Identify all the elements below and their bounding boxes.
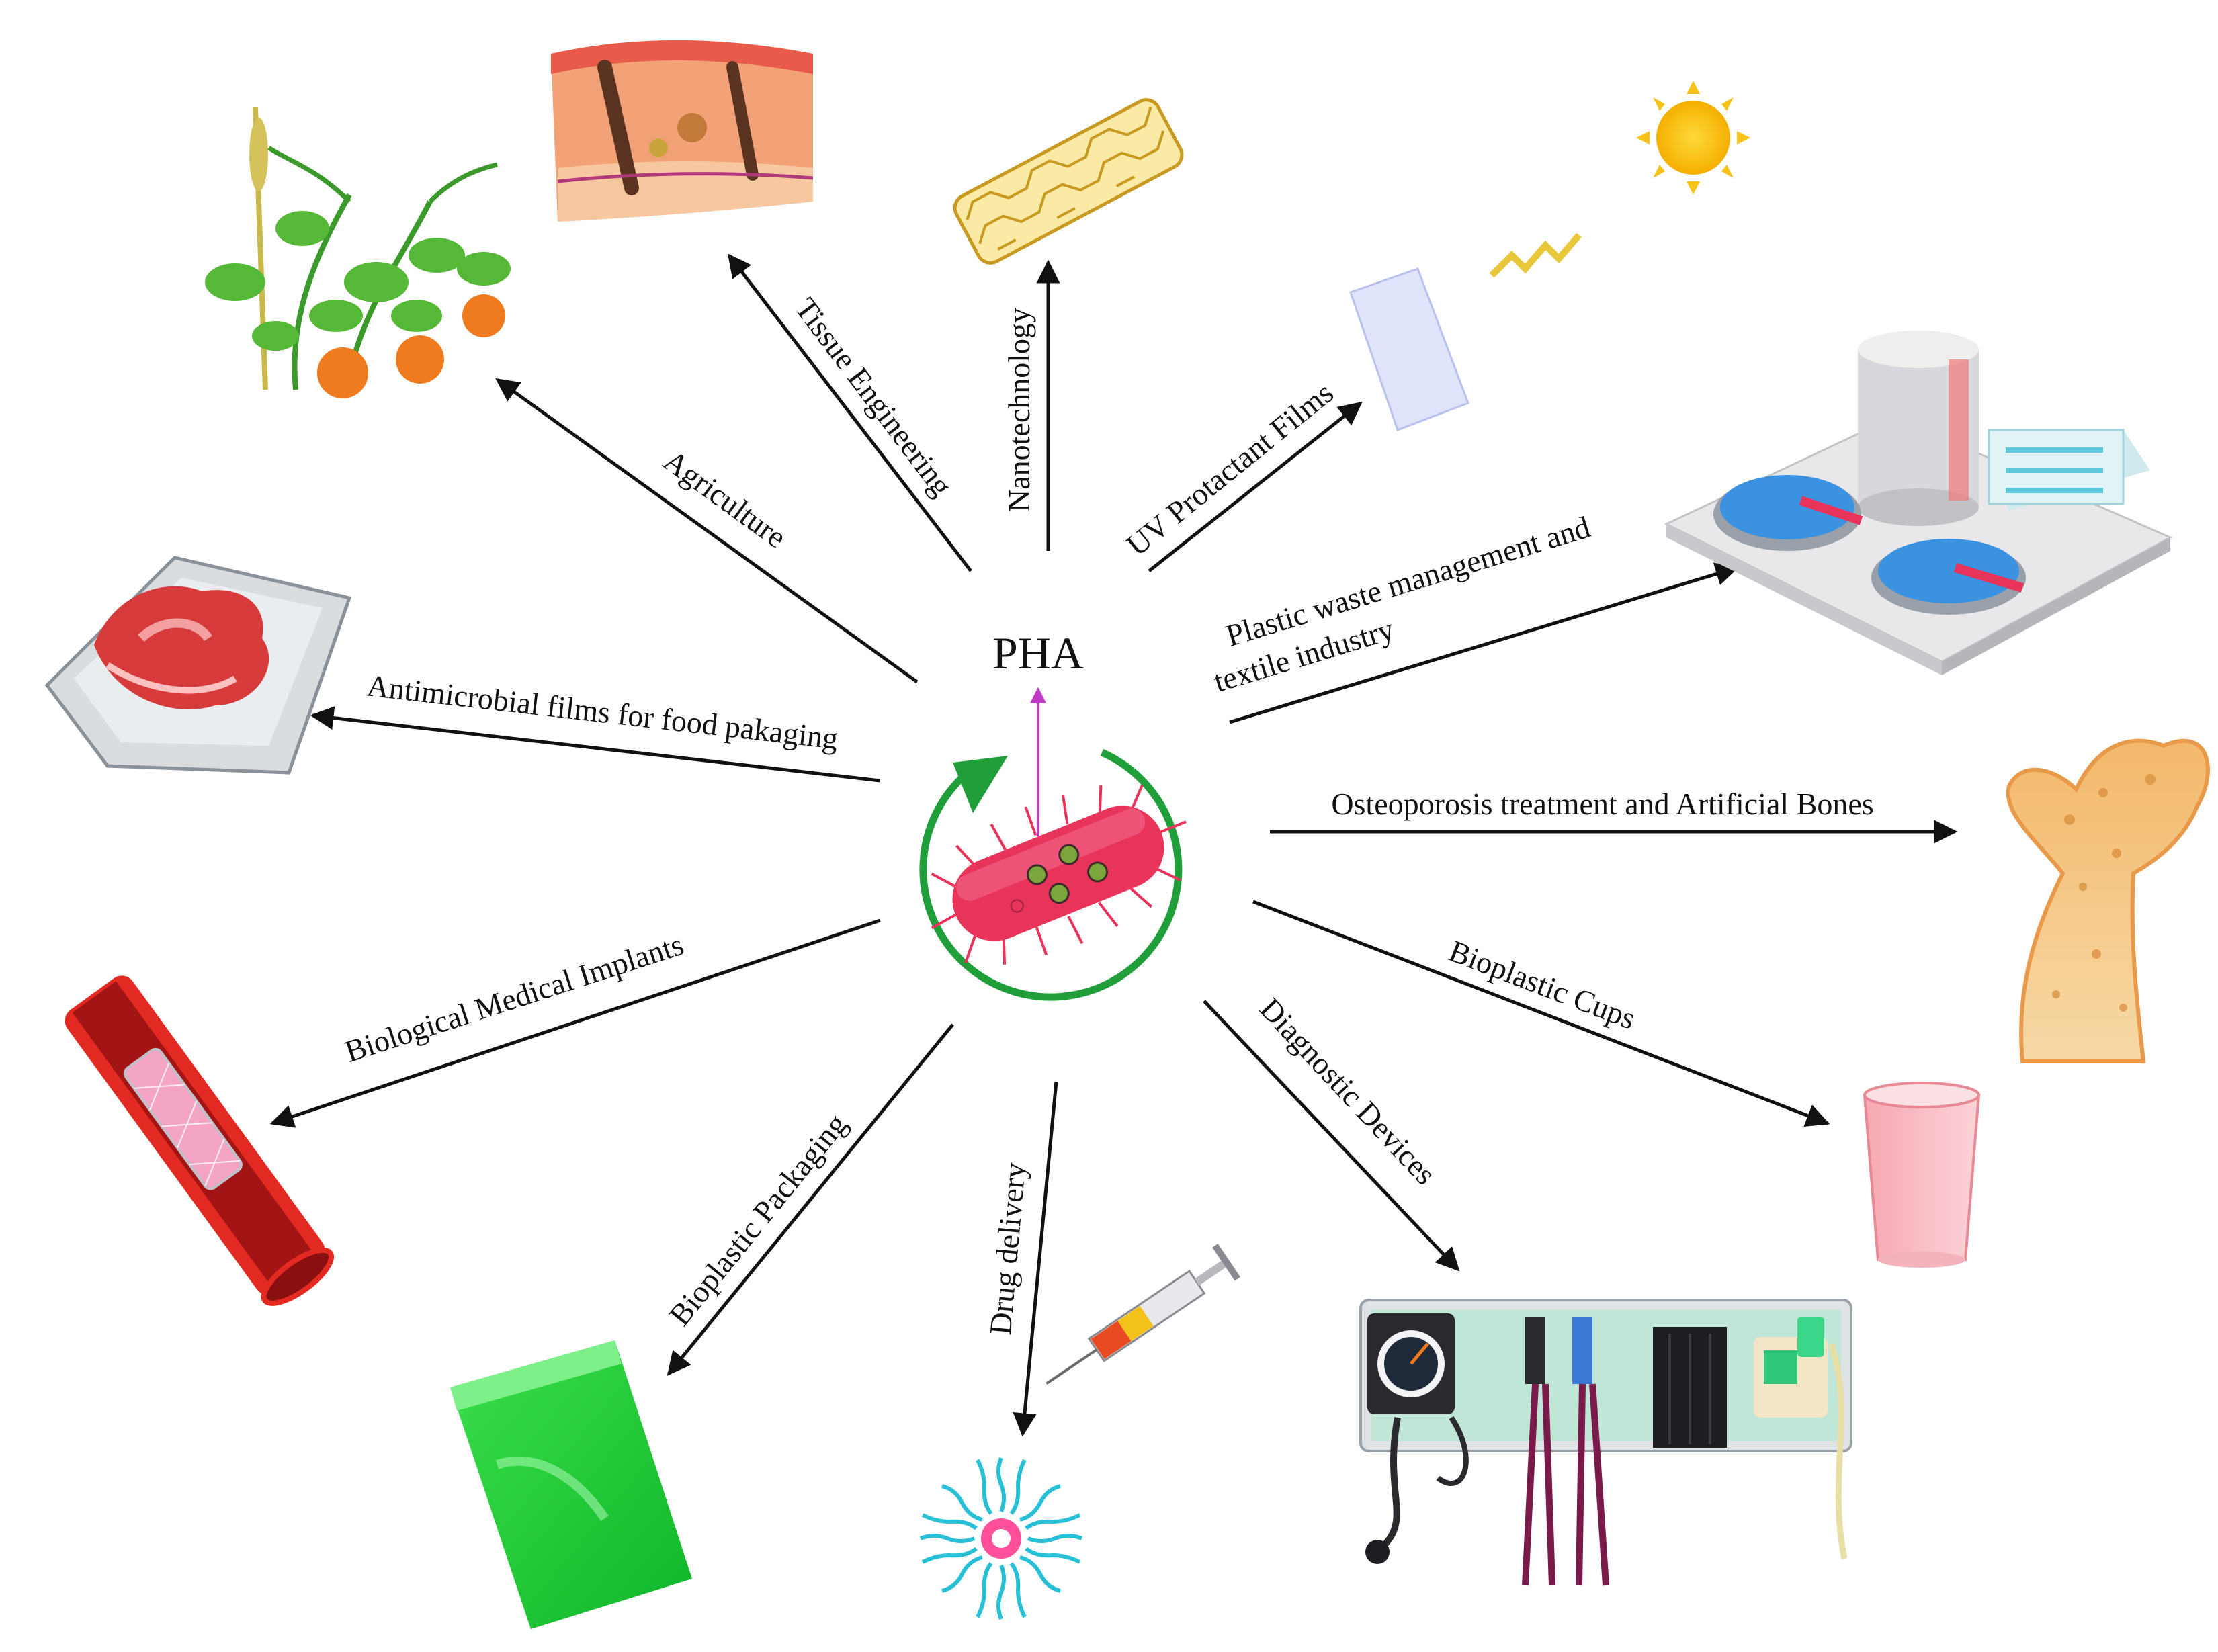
label-tissue: Tissue Engineering: [788, 292, 959, 503]
label-plastic-line1: Plastic waste management and: [1222, 509, 1594, 652]
label-antimicrobial: Antimicrobial films for food pakaging: [366, 668, 840, 756]
bacterium-icon: [931, 784, 1187, 965]
arrow-packaging: [667, 1023, 954, 1376]
syringe-micelle-icon: [919, 1244, 1241, 1620]
meat-tray-icon: [44, 556, 352, 775]
skin-tissue-icon: [551, 40, 814, 222]
label-drug: Drug delivery: [983, 1162, 1032, 1336]
nanotube-icon: [953, 98, 1184, 265]
arrow-tissue: [727, 253, 972, 572]
arrow-plastic: [1229, 562, 1740, 724]
cup-icon: [1863, 1082, 1981, 1268]
arrow-diagnostic: [1203, 1000, 1460, 1272]
center-label: PHA: [992, 627, 1084, 679]
label-packaging: Bioplastic Packaging: [663, 1107, 854, 1332]
label-uv: UV Protactant Films: [1120, 376, 1340, 563]
arrows: [269, 253, 1958, 1437]
label-implants: Biological Medical Implants: [341, 927, 687, 1069]
label-cups: Bioplastic Cups: [1445, 933, 1640, 1035]
label-nano: Nanotechnology: [1002, 308, 1036, 512]
diagnostic-panel-icon: [1359, 1299, 1852, 1586]
arrow-antimicrobial: [310, 706, 881, 783]
treatment-plant-icon: [1664, 331, 2173, 675]
plant-icon: [205, 107, 511, 398]
arrow-cups: [1252, 900, 1830, 1127]
stent-icon: [65, 975, 335, 1306]
arrow-uv: [1148, 401, 1363, 572]
label-diagnostic: Diagnostic Devices: [1253, 992, 1443, 1191]
arrow-drug: [1013, 1081, 1058, 1437]
arrow-agriculture: [495, 378, 919, 684]
arrow-implants: [269, 918, 881, 1128]
pouch-icon: [450, 1340, 692, 1629]
center-node: PHA: [919, 627, 1187, 1001]
label-osteo: Osteoporosis treatment and Artificial Bo…: [1331, 787, 1873, 821]
uv-film-sun-icon: [1349, 81, 1750, 431]
cycle-arrowhead-icon: [953, 756, 1008, 813]
sun-icon: [1656, 101, 1730, 175]
label-agriculture: Agriculture: [657, 443, 793, 555]
bone-icon: [2006, 738, 2210, 1063]
